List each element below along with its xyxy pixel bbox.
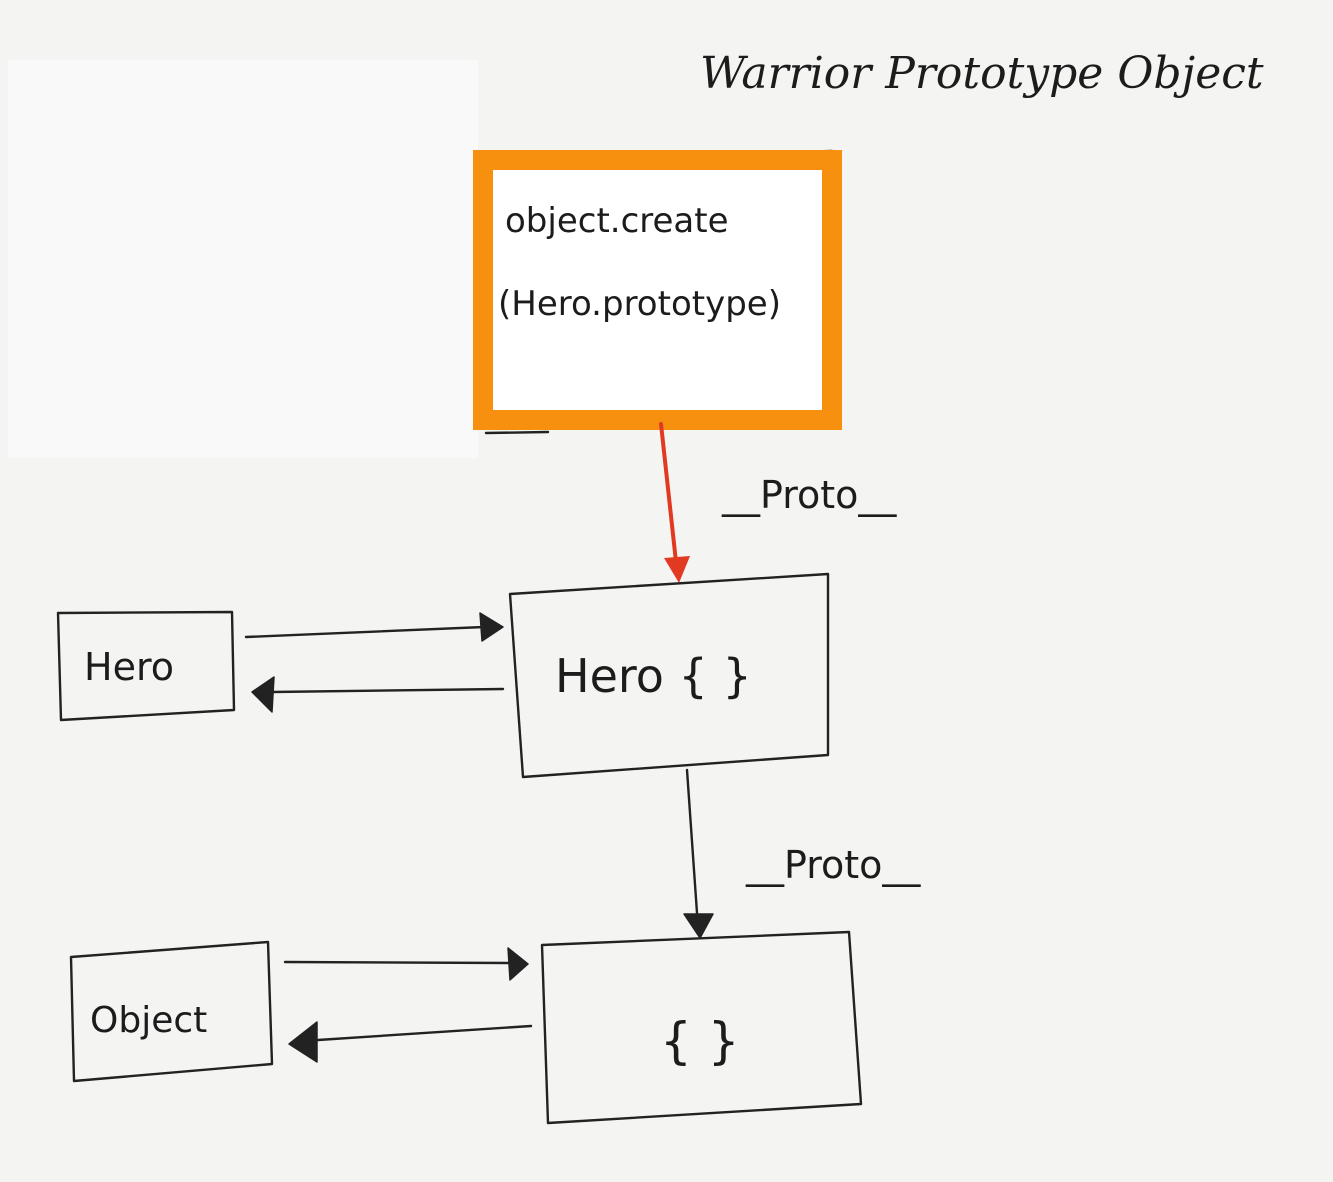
hero-ctor-box [56,610,236,722]
hero-proto-label: Hero { } [555,649,752,703]
hero-proto-to-object-proto-arrow [683,768,714,939]
proto-label-top: __Proto__ [721,473,897,517]
object-ctor-label: Object [90,1000,207,1041]
object-proto-node[interactable]: { } [540,930,863,1125]
hero-proto-box [508,572,830,779]
object-ctor-box [69,940,274,1083]
create-to-hero-proto-arrow [659,422,690,583]
proto-label-bottom: __Proto__ [745,843,921,887]
create-node-box [473,150,842,430]
hero-ctor-to-proto-arrow [244,612,504,642]
object-proto-to-ctor-arrow [288,1021,533,1063]
object-proto-box [540,930,863,1125]
create-node[interactable]: object.create (Hero.prototype) [473,150,842,430]
paper-light-region [8,60,478,458]
diagram-title: Warrior Prototype Object [700,48,1264,99]
hero-proto-node[interactable]: Hero { } [508,572,830,779]
create-node-line2: (Hero.prototype) [498,284,781,324]
object-ctor-node[interactable]: Object [69,940,274,1083]
hero-ctor-node[interactable]: Hero [56,610,236,722]
ink-stroke-bottom [484,430,550,435]
object-proto-label: { } [660,1012,740,1070]
hero-ctor-label: Hero [84,645,174,689]
object-ctor-to-proto-arrow [283,947,529,981]
hero-proto-to-ctor-arrow [251,676,505,713]
create-node-line1: object.create [505,201,729,241]
